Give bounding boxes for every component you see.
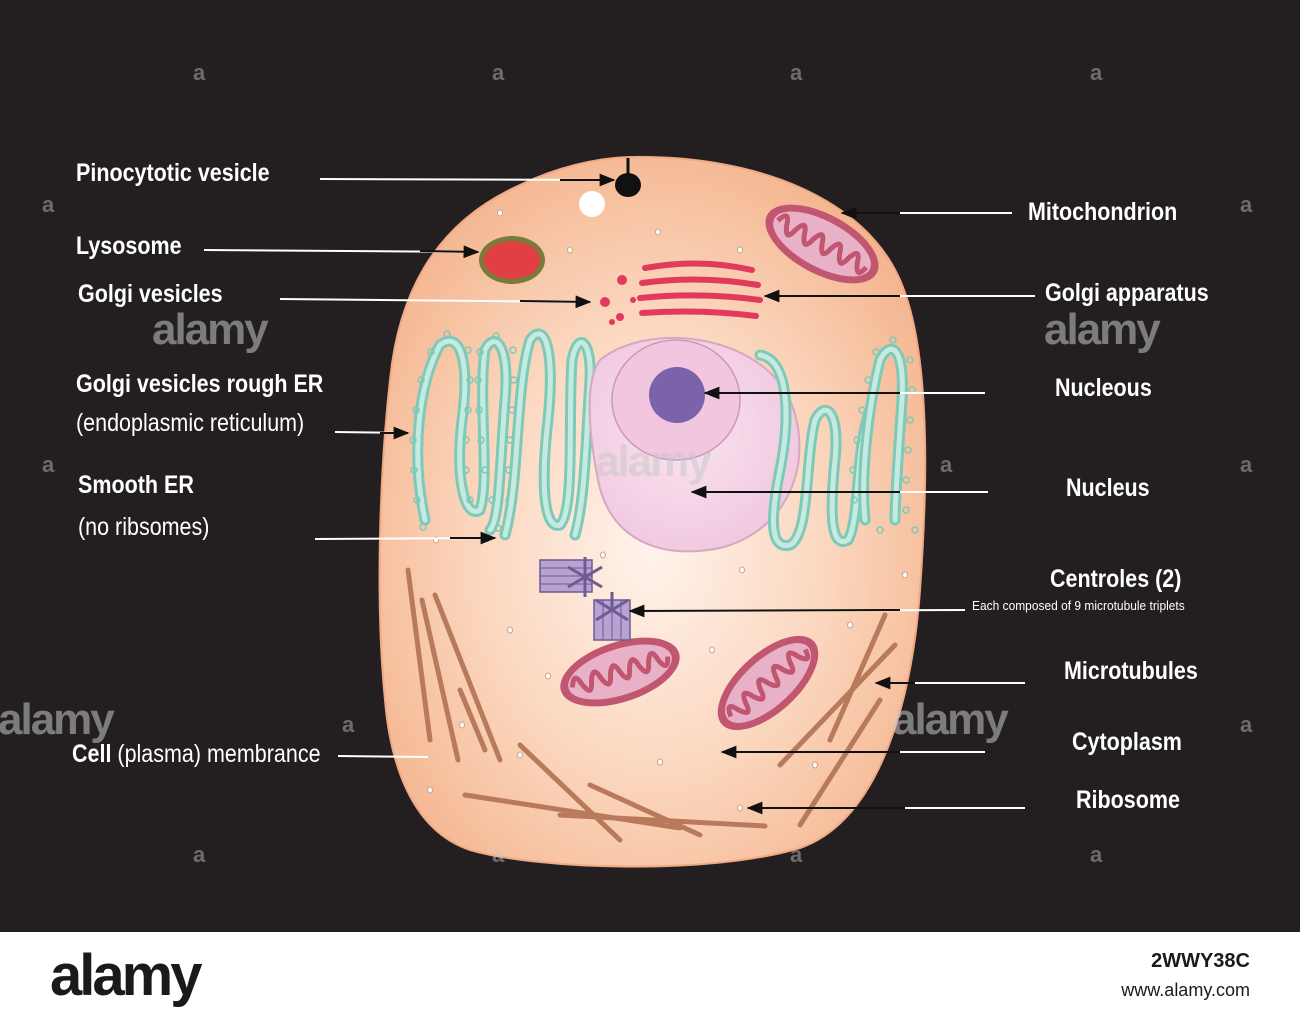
watermark-alamy-4: alamy — [0, 695, 115, 744]
animal-cell-illustration — [203, 155, 1035, 868]
label-centroles: Centroles (2) — [1050, 565, 1182, 593]
label-lysosome: Lysosome — [76, 232, 182, 260]
leader-centroles-tip — [628, 604, 901, 618]
watermark-letter: a — [1240, 192, 1253, 217]
lysosome — [479, 236, 545, 284]
pinocytotic-vesicle — [615, 158, 641, 197]
label-cell-membrane: Cell (plasma) membrance — [72, 739, 321, 769]
watermark-letter: a — [790, 60, 803, 85]
footer-image-id: 2WWY38C — [1151, 950, 1250, 972]
watermark-letter: a — [940, 452, 953, 477]
watermark-letter: a — [492, 842, 505, 867]
label-golgi-vesicles: Golgi vesicles — [78, 280, 223, 308]
label-cell-membrane-bold: Cell — [72, 740, 112, 768]
vesicle-white — [579, 191, 605, 217]
label-cell-membrane-rest: (plasma) membrance — [117, 740, 321, 768]
golgi-apparatus — [637, 260, 763, 319]
label-cytoplasm: Cytoplasm — [1072, 728, 1182, 756]
watermark-letter: a — [1090, 60, 1103, 85]
watermark-letter: a — [193, 842, 206, 867]
label-mitochondrion: Mitochondrion — [1028, 198, 1178, 226]
watermark-alamy-2: alamy — [1044, 305, 1161, 354]
watermark-letter: a — [42, 192, 55, 217]
watermark-letter: a — [193, 60, 206, 85]
watermark-letter: a — [492, 60, 505, 85]
watermark-letter: a — [342, 712, 355, 737]
centriole-1 — [539, 557, 603, 597]
watermark-alamy-5: alamy — [892, 695, 1009, 744]
footer-logo: alamy — [50, 943, 202, 1008]
watermark-alamy-3: alamy — [595, 437, 712, 486]
nucleolus — [649, 367, 705, 423]
label-pinocytotic-vesicle: Pinocytotic vesicle — [76, 159, 270, 187]
watermark-letter: a — [42, 452, 55, 477]
watermark-alamy-1: alamy — [152, 305, 269, 354]
label-microtubules: Microtubules — [1064, 657, 1198, 685]
nucleus — [588, 336, 801, 553]
label-rough-er-line2: (endoplasmic reticulum) — [76, 409, 305, 437]
label-ribosome: Ribosome — [1076, 786, 1180, 814]
leader-lines-right — [628, 206, 1035, 815]
label-nucleus: Nucleus — [1066, 474, 1150, 502]
label-smooth-er-line1: Smooth ER — [78, 471, 194, 499]
leader-golgi-vesicles-tip — [519, 295, 592, 309]
label-nucleous: Nucleous — [1055, 374, 1152, 402]
mitochondrion-top — [765, 204, 879, 284]
microtubules — [405, 567, 898, 843]
mitochondrion-left — [560, 637, 680, 707]
label-centroles-note: Each composed of 9 microtubule triplets — [972, 598, 1185, 613]
mitochondrion-right — [717, 635, 819, 731]
watermark-letter: a — [1240, 712, 1253, 737]
leader-lines-left — [203, 173, 616, 758]
label-golgi-apparatus: Golgi apparatus — [1045, 279, 1209, 307]
centriole-2 — [593, 592, 631, 641]
golgi-vesicles — [600, 275, 636, 325]
footer-url: www.alamy.com — [1121, 980, 1250, 1000]
ribosomes — [427, 209, 908, 812]
watermark-letter: a — [790, 842, 803, 867]
rough-er-right — [849, 336, 919, 534]
label-rough-er-line1: Golgi vesicles rough ER — [76, 370, 324, 398]
leader-lysosome-tip — [419, 245, 480, 259]
smooth-er-right — [754, 349, 876, 551]
rough-er-left — [409, 330, 518, 536]
smooth-er-left — [499, 328, 596, 541]
watermark-letter: a — [1240, 452, 1253, 477]
footer-bar: alamy 2WWY38C www.alamy.com — [0, 932, 1300, 1022]
leader-cell-membrane — [337, 755, 429, 758]
label-smooth-er-line2: (no ribsomes) — [78, 513, 210, 541]
watermark-letter: a — [1090, 842, 1103, 867]
